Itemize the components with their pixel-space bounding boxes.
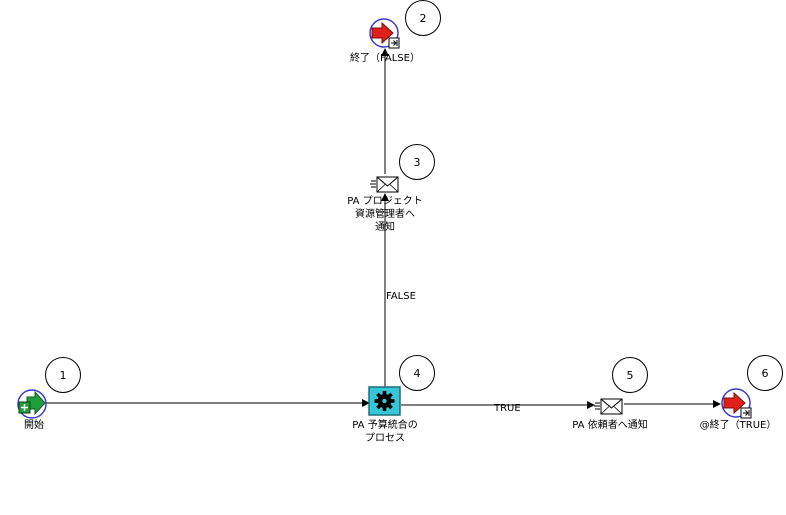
notify-requester-label: PA 依頼者へ通知 <box>572 420 648 431</box>
node-number-badge-6: 6 <box>747 355 783 391</box>
start-node[interactable] <box>17 389 47 419</box>
node-number-badge-2: 2 <box>405 0 441 36</box>
end-stop-icon <box>371 21 400 49</box>
end-true-node[interactable] <box>721 388 752 419</box>
notify-requester-node[interactable] <box>594 398 623 415</box>
node-number-badge-1: 1 <box>45 357 81 393</box>
notify-pm-label: PA プロジェクト 資源管理者へ 通知 <box>347 195 422 234</box>
notify-pm-node[interactable] <box>370 176 399 193</box>
notify-pm-label-line-2: 資源管理者へ <box>354 209 415 220</box>
envelope-icon <box>370 176 399 193</box>
end-stop-icon <box>723 391 752 419</box>
start-arrow-icon <box>18 390 46 416</box>
end-false-label: 終了（FALSE） <box>350 53 420 64</box>
notify-pm-label-line-3: 通知 <box>374 222 395 233</box>
process-label-line-2: プロセス <box>364 433 405 444</box>
gear-icon <box>374 391 395 411</box>
notify-pm-label-line-1: PA プロジェクト <box>347 196 423 207</box>
node-number-badge-4: 4 <box>399 355 435 391</box>
edge-label-false: FALSE <box>386 291 416 302</box>
process-node[interactable] <box>368 386 401 416</box>
process-label-line-1: PA 予算統合の <box>352 420 418 431</box>
edge-label-true: TRUE <box>494 403 521 414</box>
node-number-badge-5: 5 <box>612 357 648 393</box>
end-false-node[interactable] <box>369 18 400 49</box>
end-true-label: @終了（TRUE） <box>699 420 777 431</box>
process-label: PA 予算統合の プロセス <box>352 419 417 445</box>
node-number-badge-3: 3 <box>399 144 435 180</box>
envelope-icon <box>594 398 623 415</box>
start-label: 開始 <box>24 420 44 431</box>
